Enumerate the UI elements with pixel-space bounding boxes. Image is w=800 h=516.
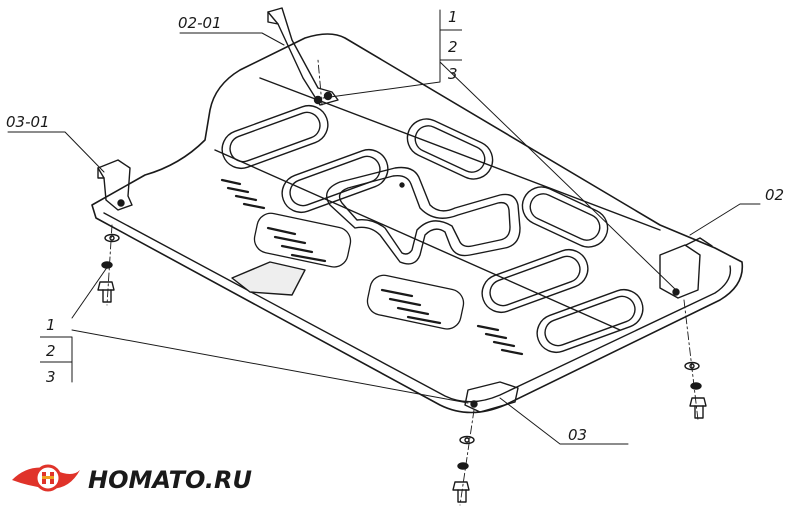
opening-center-dot — [399, 182, 405, 188]
callout-03: 03 — [568, 426, 587, 444]
vent-group-left — [220, 178, 266, 210]
callout-top-2: 2 — [448, 38, 458, 56]
plate-fold-line-2 — [214, 149, 621, 331]
bracket-left — [97, 159, 133, 211]
opening-1-inner — [229, 111, 321, 163]
plate-outline — [91, 33, 744, 414]
raised-pad — [231, 261, 306, 296]
fastener-stack-rear — [452, 435, 475, 503]
vent-panel-low — [366, 274, 465, 330]
plate-inner-edge — [103, 212, 732, 403]
opening-2 — [406, 118, 494, 180]
opening-6-inner — [544, 295, 636, 347]
callout-03-01: 03-01 — [6, 113, 50, 131]
vent-group-mid — [266, 226, 327, 263]
opening-3 — [281, 148, 389, 214]
homato-logo[interactable]: HOMATO.RU — [12, 464, 252, 494]
vent-group-low — [380, 288, 442, 325]
logo-text: HOMATO.RU — [88, 466, 252, 494]
vent-group-right — [476, 324, 524, 356]
callout-top-3: 3 — [448, 65, 458, 83]
opening-6 — [536, 288, 644, 354]
opening-4-inner — [529, 193, 601, 241]
callout-bottom-1: 1 — [46, 316, 56, 334]
opening-3-inner — [289, 155, 381, 207]
opening-1 — [221, 104, 329, 170]
axis-lines — [106, 59, 699, 506]
callout-bottom-2: 2 — [46, 342, 56, 360]
opening-4 — [521, 186, 609, 248]
opening-2-inner — [414, 125, 486, 173]
bracket-right — [659, 237, 713, 299]
logo-emblem-icon — [12, 464, 80, 492]
callout-02-01: 02-01 — [178, 14, 222, 32]
opening-center-inner — [338, 174, 511, 255]
vent-slots — [220, 178, 524, 356]
leader-lines — [7, 9, 761, 445]
stamped-openings — [221, 104, 644, 354]
callout-bottom-3: 3 — [46, 368, 56, 386]
bracket-rear — [464, 381, 519, 413]
vent-panel-mid — [253, 212, 352, 268]
opening-5 — [481, 248, 589, 314]
opening-5-inner — [489, 255, 581, 307]
callout-top-1: 1 — [448, 8, 458, 26]
opening-center — [326, 166, 521, 265]
callout-02: 02 — [765, 186, 784, 204]
